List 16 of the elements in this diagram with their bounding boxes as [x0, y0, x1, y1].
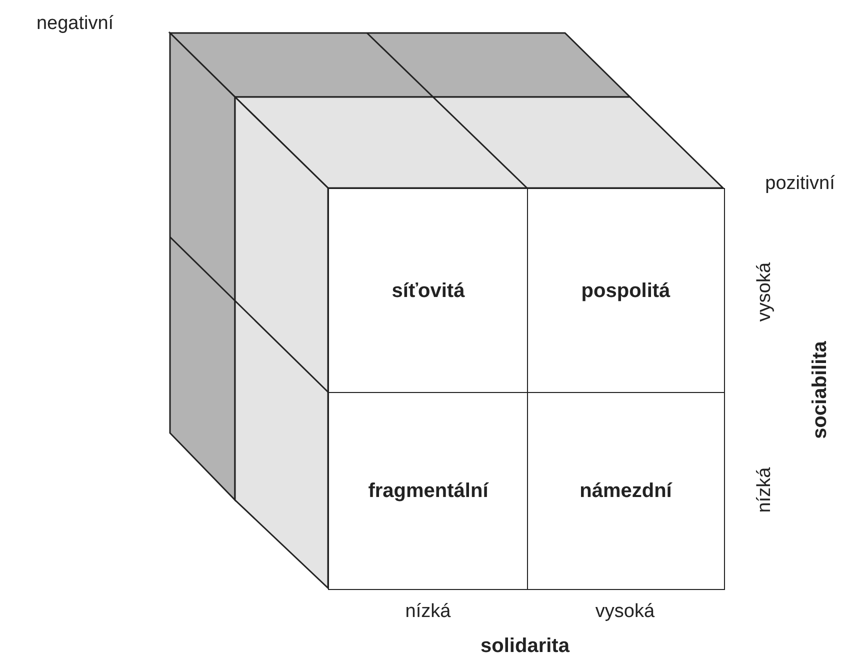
cell-label: síťovitá [392, 278, 465, 304]
cube-cell [328, 392, 528, 590]
axis-end-label: negativní [36, 12, 114, 36]
level-label: vysoká [752, 262, 776, 322]
axis-end-label: pozitivní [765, 172, 835, 196]
axis-title: sociabilita [808, 341, 832, 439]
cell-label: námezdní [580, 478, 672, 504]
cube-cell [328, 188, 528, 394]
cell-label: fragmentální [368, 478, 488, 504]
cube-cell [527, 188, 724, 394]
axis-title: solidarita [480, 634, 570, 659]
level-label: vysoká [595, 600, 655, 624]
cell-label: pospolitá [581, 278, 670, 304]
cube-cell [527, 392, 724, 590]
level-label: nízká [405, 600, 451, 624]
level-label: nízká [752, 467, 776, 513]
